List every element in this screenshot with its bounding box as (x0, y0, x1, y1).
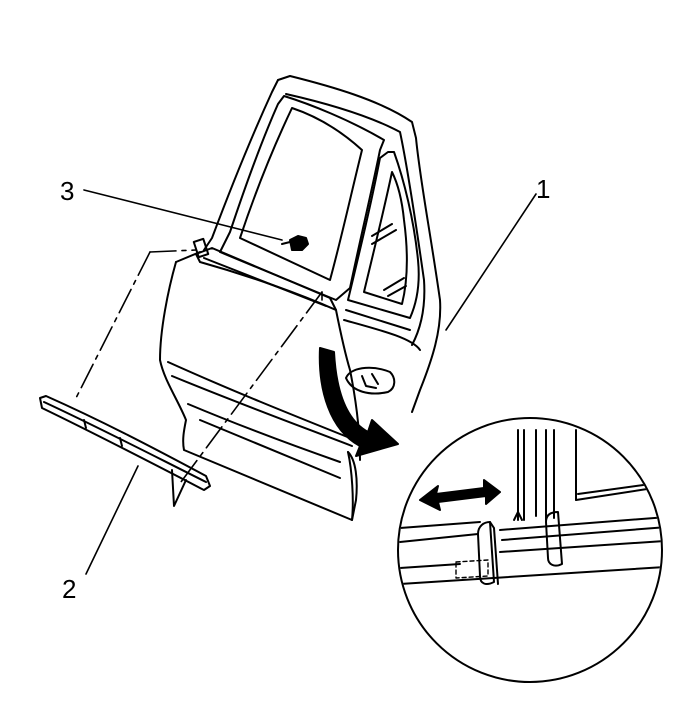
callout-3: 3 (60, 176, 75, 206)
leader-lines (83, 189, 537, 575)
leader-2 (85, 465, 139, 575)
detail-circle (397, 417, 663, 683)
door-handle (345, 366, 396, 395)
rocker-molding (39, 395, 211, 507)
screw-fastener (281, 235, 309, 251)
assembly-guide-lines (75, 249, 323, 487)
leader-1 (445, 193, 537, 331)
door-panel (159, 75, 442, 521)
retainer-clip (477, 521, 495, 585)
callout-1: 1 (536, 174, 551, 204)
detail-arrow (318, 347, 399, 457)
callout-2: 2 (62, 574, 77, 604)
double-arrow-icon (419, 479, 501, 511)
leader-3 (83, 189, 283, 241)
